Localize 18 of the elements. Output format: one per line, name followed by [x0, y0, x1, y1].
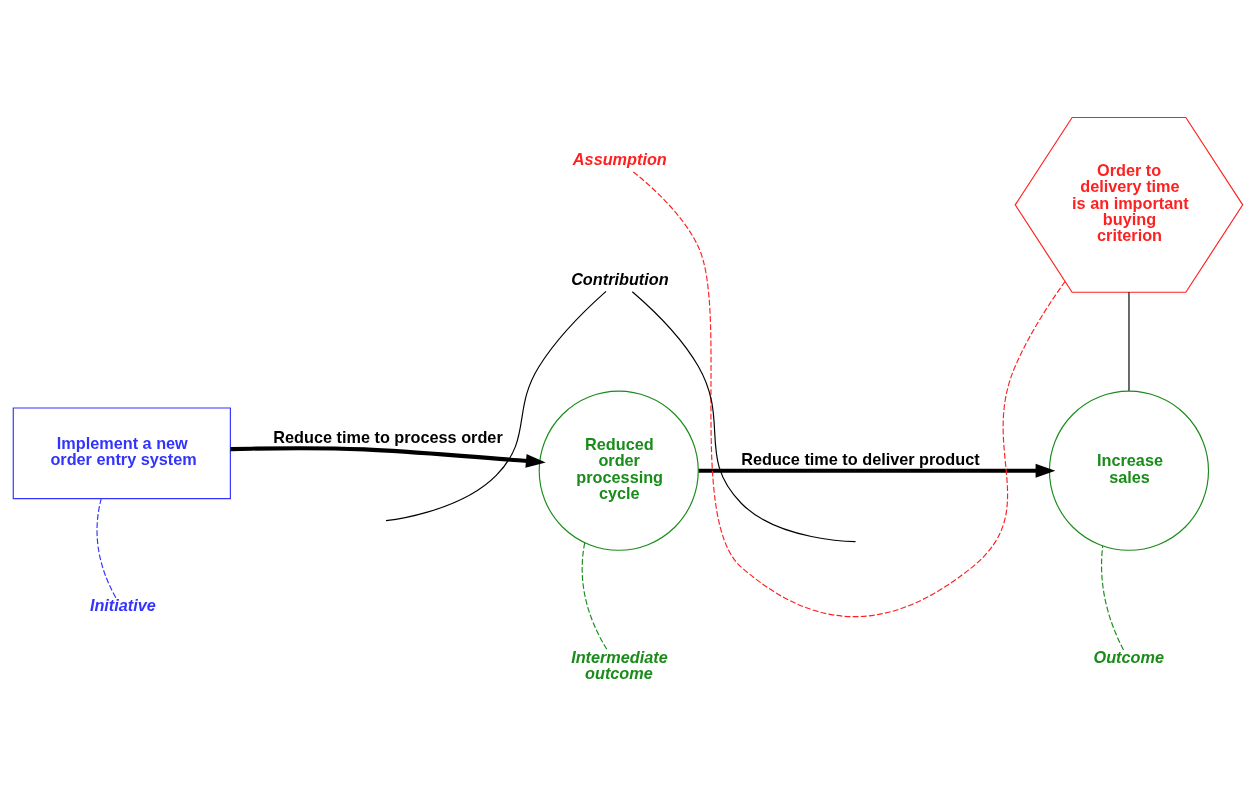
edge-label: Reduce time to deliver product — [741, 450, 980, 469]
connector — [385, 290, 607, 522]
node-text: Intermediate outcome — [571, 647, 668, 682]
node-text: Assumption — [572, 150, 667, 169]
arrow — [698, 463, 1056, 478]
connector — [1101, 545, 1125, 651]
node-circle: Reduced order processing cycle — [538, 390, 699, 551]
edge-label: Reduce time to process order — [273, 428, 503, 447]
connector — [581, 542, 608, 650]
node-box: Implement a new order entry system — [12, 407, 231, 500]
node-circle: Increase sales — [1048, 390, 1210, 551]
connector — [632, 171, 1066, 618]
node-text: Contribution — [571, 269, 669, 288]
node-text: Initiative — [89, 595, 156, 614]
connector — [96, 498, 117, 599]
node-text: Outcome — [1093, 648, 1164, 667]
connector — [631, 291, 857, 543]
arrow — [230, 446, 546, 468]
